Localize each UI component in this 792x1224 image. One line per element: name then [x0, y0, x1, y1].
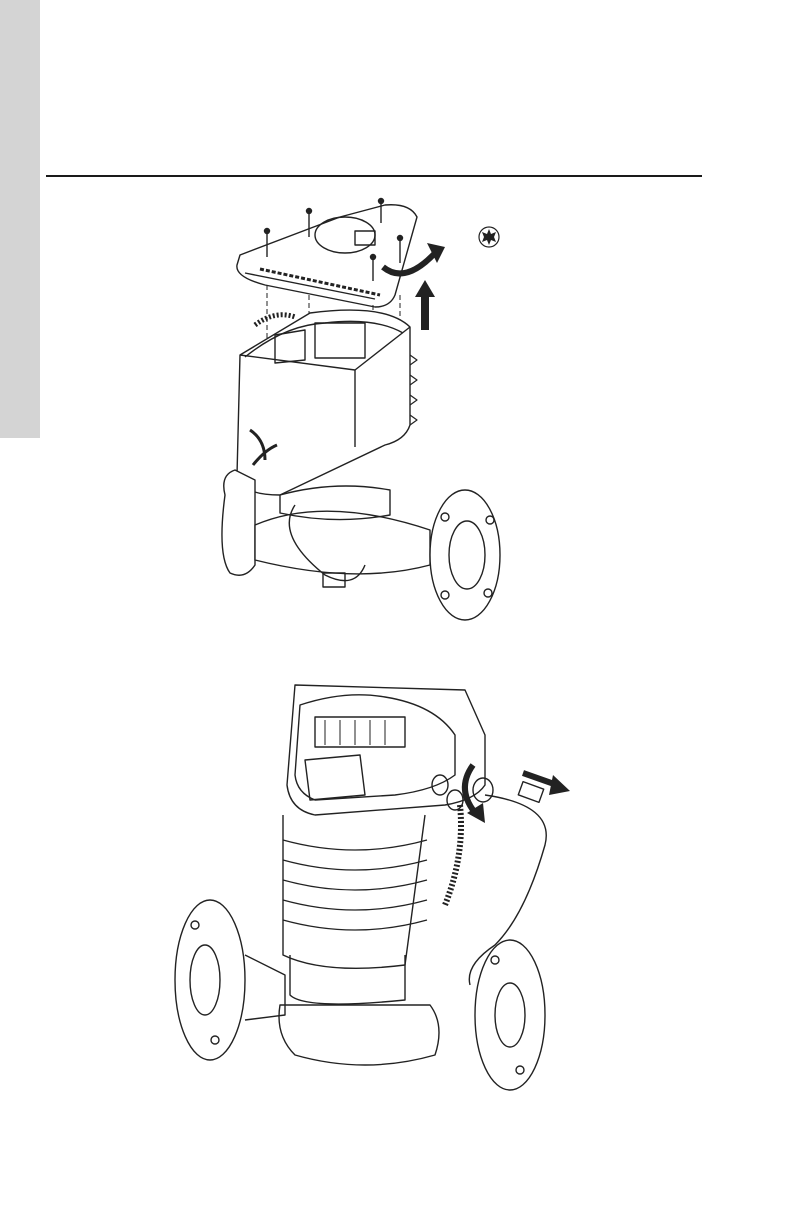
figure-disconnect-cable — [165, 675, 585, 1125]
pump-cover-removal-drawing — [205, 195, 525, 635]
pump-cable-disconnect-drawing — [165, 675, 585, 1125]
figure-remove-cover — [205, 195, 525, 635]
section-side-tab — [0, 0, 40, 438]
torx-star-icon — [479, 227, 499, 247]
lift-up-arrow — [421, 295, 429, 330]
header-divider — [46, 175, 702, 177]
